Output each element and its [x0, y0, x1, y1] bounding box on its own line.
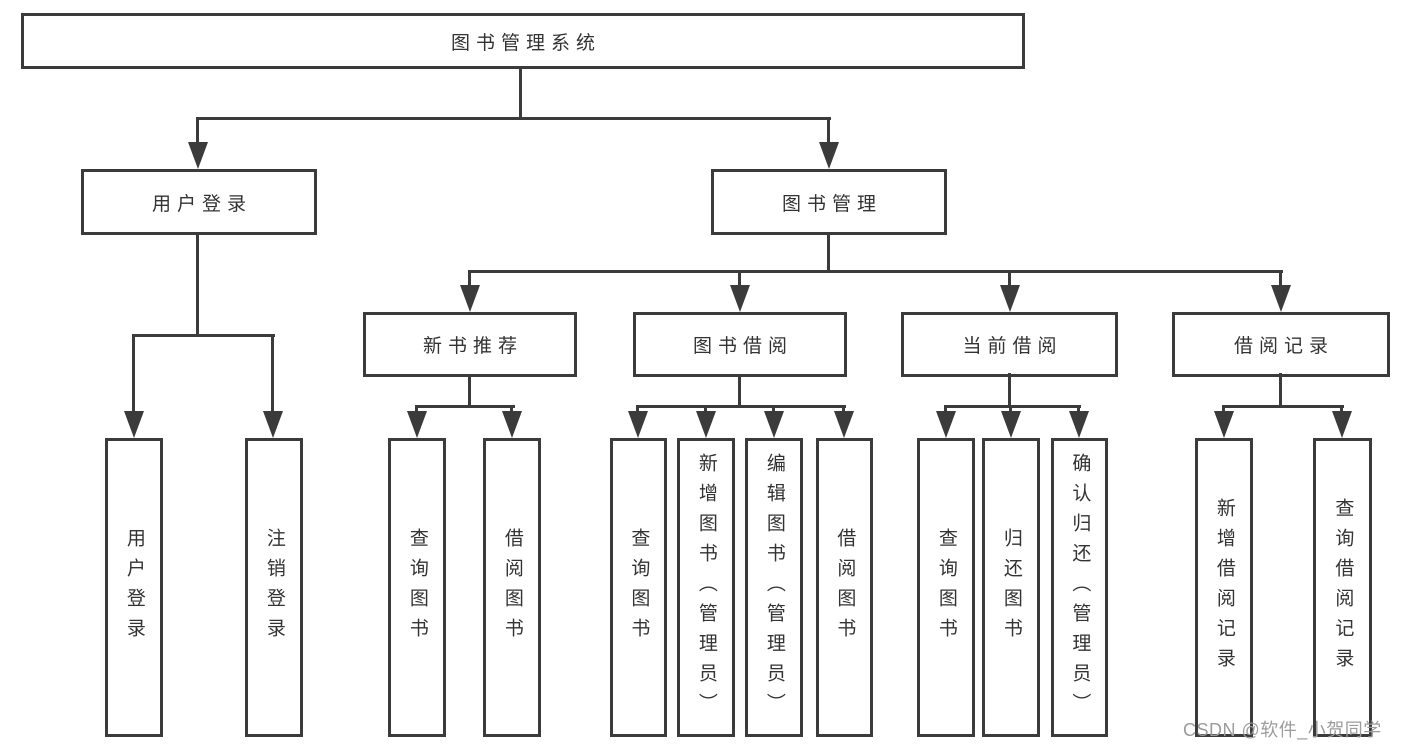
connector-leaf-stem [704, 405, 707, 414]
connector-leaf-stem [772, 405, 775, 414]
node-user-login: 用户登录 [81, 169, 317, 235]
connector-group-stem [1279, 270, 1282, 288]
node-borrow-edit-books-admin-label: 编辑图书（管理员） [763, 452, 785, 723]
node-new-book-recommend-label: 新书推荐 [422, 336, 523, 357]
connector-leaf-stem [1222, 405, 1225, 414]
node-current-return-books-label: 归还图书 [1000, 527, 1022, 648]
connector-user-login-branch [132, 334, 275, 337]
connector-group-branch [637, 405, 846, 408]
arrowhead-down-icon [502, 411, 522, 438]
node-recommend-borrow-books: 借阅图书 [483, 438, 541, 737]
connector-book-mgmt-down [827, 233, 830, 272]
csdn-watermark: CSDN @软件_小贺同学 [1183, 720, 1382, 740]
connector-level2-branch [197, 117, 831, 120]
node-borrow-records: 借阅记录 [1172, 312, 1390, 377]
connector-group-down [738, 375, 741, 407]
node-current-borrow-label: 当前借阅 [962, 336, 1063, 357]
node-recommend-query-books-label: 查询图书 [406, 527, 428, 648]
connector-user-login-down [196, 233, 199, 336]
arrowhead-down-icon [730, 285, 750, 312]
node-user-login-label: 用户登录 [151, 193, 252, 215]
arrowhead-down-icon [1214, 411, 1234, 438]
node-book-borrow-label: 图书借阅 [692, 336, 793, 357]
connector-leaf-stem [1340, 405, 1343, 414]
connector-leaf-stem [1009, 405, 1012, 414]
connector-leaf-stem [415, 405, 418, 414]
node-records-add-record: 新增借阅记录 [1195, 438, 1253, 737]
node-borrow-query-books: 查询图书 [610, 438, 667, 737]
node-borrow-borrow-books-label: 借阅图书 [834, 527, 856, 648]
connector-group-branch [416, 405, 515, 408]
connector-book-mgmt-stem [827, 117, 830, 145]
node-current-query-books: 查询图书 [917, 438, 975, 737]
connector-leaf-stem [944, 405, 947, 414]
arrowhead-down-icon [1271, 285, 1291, 312]
arrowhead-down-icon [124, 411, 144, 438]
node-current-return-books: 归还图书 [982, 438, 1040, 737]
connector-leaf-stem [132, 334, 135, 414]
node-book-management-label: 图书管理 [781, 193, 882, 215]
connector-group-stem [468, 270, 471, 288]
node-borrow-add-books-admin: 新增图书（管理员） [677, 438, 735, 737]
node-borrow-records-label: 借阅记录 [1233, 336, 1334, 357]
connector-leaf-stem [1077, 405, 1080, 414]
node-records-query-record-label: 查询借阅记录 [1332, 497, 1354, 678]
node-records-query-record: 查询借阅记录 [1313, 438, 1372, 737]
node-book-borrow: 图书借阅 [633, 312, 847, 377]
arrowhead-down-icon [460, 285, 480, 312]
arrowhead-down-icon [696, 411, 716, 438]
node-library-system: 图书管理系统 [21, 13, 1025, 69]
connector-level3-branch [470, 270, 1283, 273]
arrowhead-down-icon [628, 411, 648, 438]
arrowhead-down-icon [1001, 411, 1021, 438]
connector-root-stem [519, 69, 522, 120]
arrowhead-down-icon [834, 411, 854, 438]
arrowhead-down-icon [407, 411, 427, 438]
node-current-confirm-return-admin: 确认归还（管理员） [1051, 438, 1108, 737]
node-borrow-edit-books-admin: 编辑图书（管理员） [745, 438, 803, 737]
arrowhead-down-icon [764, 411, 784, 438]
node-library-system-label: 图书管理系统 [450, 32, 601, 54]
node-current-confirm-return-admin-label: 确认归还（管理员） [1069, 452, 1091, 723]
connector-group-branch [1222, 405, 1344, 408]
node-logout: 注销登录 [245, 438, 303, 737]
node-user-login-leaf-label: 用户登录 [123, 527, 145, 648]
connector-group-stem [738, 270, 741, 288]
node-borrow-add-books-admin-label: 新增图书（管理员） [695, 452, 717, 723]
node-recommend-query-books: 查询图书 [388, 438, 446, 737]
arrowhead-down-icon [1000, 285, 1020, 312]
connector-group-branch [944, 405, 1081, 408]
node-borrow-query-books-label: 查询图书 [628, 527, 650, 648]
node-recommend-borrow-books-label: 借阅图书 [501, 527, 523, 648]
node-logout-label: 注销登录 [263, 527, 285, 648]
arrowhead-down-icon [1332, 411, 1352, 438]
node-records-add-record-label: 新增借阅记录 [1213, 497, 1235, 678]
node-current-borrow: 当前借阅 [901, 312, 1118, 377]
arrowhead-down-icon [263, 411, 283, 438]
connector-user-login-stem [196, 117, 199, 145]
connector-group-stem [1008, 270, 1011, 288]
connector-group-down [468, 375, 471, 407]
connector-leaf-stem [842, 405, 845, 414]
connector-leaf-stem [510, 405, 513, 414]
node-new-book-recommend: 新书推荐 [363, 312, 577, 377]
node-borrow-borrow-books: 借阅图书 [816, 438, 873, 737]
arrowhead-down-icon [819, 142, 839, 169]
node-user-login-leaf: 用户登录 [105, 438, 163, 737]
node-current-query-books-label: 查询图书 [935, 527, 957, 648]
arrowhead-down-icon [1069, 411, 1089, 438]
arrowhead-down-icon [188, 142, 208, 169]
connector-group-down [1279, 373, 1282, 407]
connector-group-down [1008, 373, 1011, 407]
connector-leaf-stem [271, 334, 274, 414]
connector-leaf-stem [636, 405, 639, 414]
arrowhead-down-icon [936, 411, 956, 438]
node-book-management: 图书管理 [711, 169, 947, 235]
